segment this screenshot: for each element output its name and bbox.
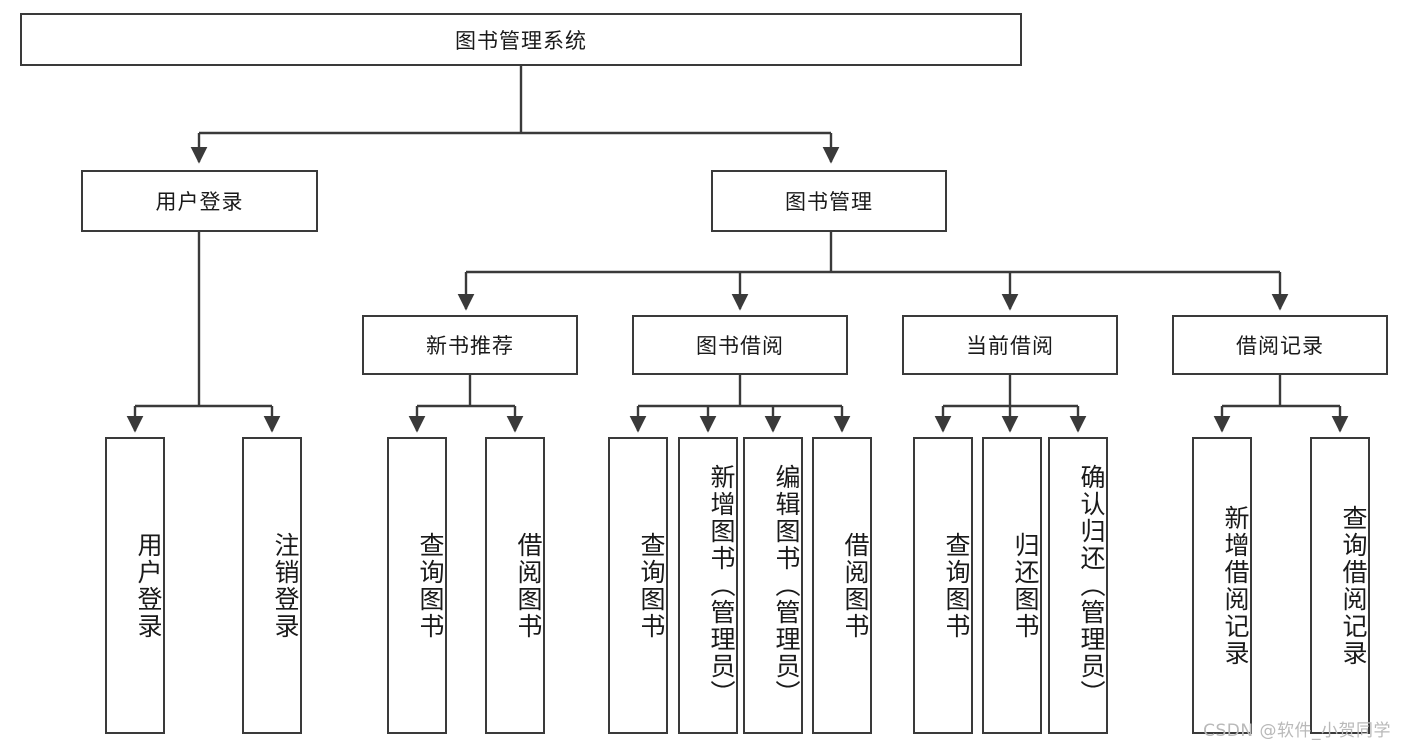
- node-label: 查询借阅记录: [1339, 504, 1368, 667]
- node-current-borrow[interactable]: 当前借阅: [902, 315, 1118, 375]
- node-label: 图书管理: [785, 190, 873, 214]
- node-label: 查询图书: [942, 531, 971, 640]
- node-label: 新书推荐: [426, 334, 514, 358]
- watermark: CSDN @软件_小贺同学: [1203, 721, 1391, 741]
- leaf-return-book[interactable]: 归还图书: [982, 437, 1042, 734]
- leaf-query-borrow-record[interactable]: 查询借阅记录: [1310, 437, 1370, 734]
- leaf-borrow-book[interactable]: 借阅图书: [812, 437, 872, 734]
- node-label: 归还图书: [1011, 531, 1040, 640]
- node-label: 查询图书: [637, 531, 666, 640]
- node-label: 图书借阅: [696, 334, 784, 358]
- leaf-confirm-return-admin[interactable]: 确认归还（管理员）: [1048, 437, 1108, 734]
- node-new-book-recommend[interactable]: 新书推荐: [362, 315, 578, 375]
- node-book-borrow[interactable]: 图书借阅: [632, 315, 848, 375]
- leaf-add-book-admin[interactable]: 新增图书（管理员）: [678, 437, 738, 734]
- node-label: 借阅图书: [514, 531, 543, 640]
- node-book-management[interactable]: 图书管理: [711, 170, 947, 232]
- node-label: 图书管理系统: [455, 28, 587, 53]
- leaf-user-login[interactable]: 用户登录: [105, 437, 165, 734]
- leaf-logout[interactable]: 注销登录: [242, 437, 302, 734]
- node-user-login[interactable]: 用户登录: [81, 170, 318, 232]
- node-label: 编辑图书（管理员）: [772, 464, 801, 707]
- node-label: 借阅图书: [841, 531, 870, 640]
- node-label: 注销登录: [271, 531, 300, 640]
- node-label: 新增借阅记录: [1221, 504, 1250, 667]
- node-label: 当前借阅: [966, 334, 1054, 358]
- node-label: 确认归还（管理员）: [1077, 464, 1106, 707]
- node-label: 查询图书: [416, 531, 445, 640]
- node-label: 用户登录: [155, 190, 244, 214]
- node-root-system[interactable]: 图书管理系统: [20, 13, 1022, 66]
- leaf-edit-book-admin[interactable]: 编辑图书（管理员）: [743, 437, 803, 734]
- node-label: 新增图书（管理员）: [707, 464, 736, 707]
- leaf-query-book-borrow[interactable]: 查询图书: [608, 437, 668, 734]
- node-label: 借阅记录: [1236, 334, 1324, 358]
- leaf-add-borrow-record[interactable]: 新增借阅记录: [1192, 437, 1252, 734]
- node-borrow-record[interactable]: 借阅记录: [1172, 315, 1388, 375]
- leaf-borrow-book-recommend[interactable]: 借阅图书: [485, 437, 545, 734]
- leaf-query-book-recommend[interactable]: 查询图书: [387, 437, 447, 734]
- node-label: 用户登录: [134, 531, 163, 640]
- leaf-query-book-current[interactable]: 查询图书: [913, 437, 973, 734]
